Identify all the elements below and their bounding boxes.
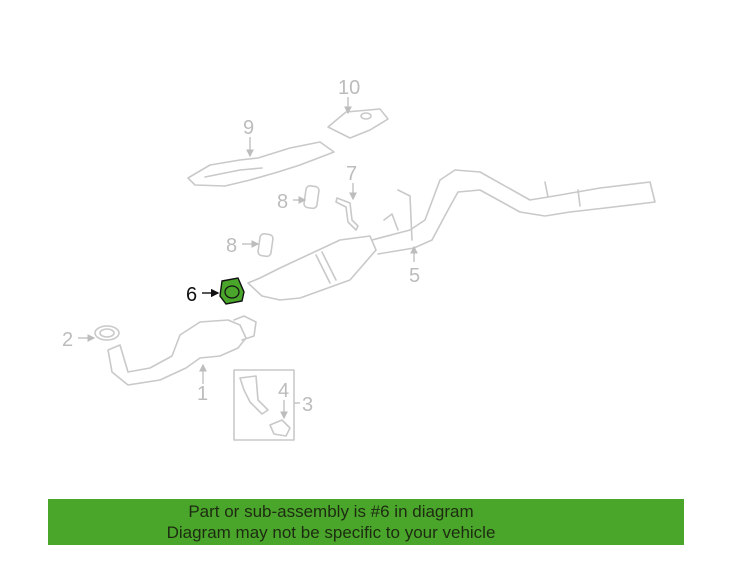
callout-10: 10 bbox=[338, 77, 360, 99]
callout-8-lower: 8 bbox=[226, 235, 237, 257]
part-5-muffler-tailpipe[interactable]: 5 bbox=[247, 169, 656, 301]
part-9-heat-shield[interactable]: 9 bbox=[187, 117, 335, 187]
part-7-hanger[interactable]: 7 bbox=[335, 163, 359, 231]
callout-4: 4 bbox=[278, 380, 289, 402]
callout-3: 3 bbox=[302, 394, 313, 416]
part-3-bracket-kit[interactable]: 3 4 bbox=[233, 369, 313, 441]
part-2-gasket[interactable]: 2 bbox=[62, 325, 120, 351]
callout-7: 7 bbox=[346, 163, 357, 185]
banner-line-disclaimer: Diagram may not be specific to your vehi… bbox=[166, 523, 496, 542]
part-8-insulator-lower[interactable]: 8 bbox=[226, 232, 274, 258]
part-8-insulator-upper[interactable]: 8 bbox=[277, 184, 320, 213]
part-info-banner: Part or sub-assembly is #6 in diagram Di… bbox=[48, 499, 684, 545]
part-10-heat-shield[interactable]: 10 bbox=[327, 77, 389, 139]
callout-6: 6 bbox=[186, 284, 197, 306]
part-6-gasket[interactable]: 6 bbox=[186, 277, 245, 306]
callout-2: 2 bbox=[62, 329, 73, 351]
callout-8-upper: 8 bbox=[277, 191, 288, 213]
callout-1: 1 bbox=[197, 383, 208, 405]
callout-9: 9 bbox=[243, 117, 254, 139]
banner-line-part: Part or sub-assembly is #6 in diagram bbox=[188, 502, 474, 521]
callout-5: 5 bbox=[409, 265, 420, 287]
part-1-catalytic-converter[interactable]: 1 bbox=[107, 315, 257, 405]
